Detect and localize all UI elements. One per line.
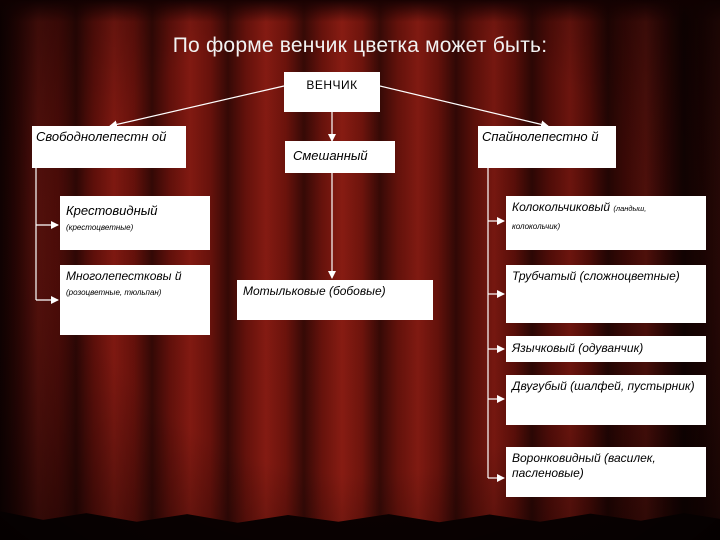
node-tubular: Трубчатый (сложноцветные) [506,265,706,323]
node-bell-name: Колокольчиковый [512,200,610,214]
node-cruciform-name: Крестовидный [66,202,204,219]
node-mixed: Смешанный [285,141,395,173]
node-multipetal: Многолепестковы й (розоцветные, тюльпан) [60,265,210,335]
root-node-corolla: ВЕНЧИК [284,72,380,112]
node-multipetal-note: (розоцветные, тюльпан) [66,288,204,298]
node-bilabiate-label: Двугубый (шалфей, пустырник) [512,379,695,393]
node-tubular-label: Трубчатый (сложноцветные) [512,269,680,283]
node-bell: Колокольчиковый (ландыш, колокольчик) [506,196,706,250]
connector-root-fused [380,86,548,126]
node-ligulate: Язычковый (одуванчик) [506,336,706,362]
node-papilionaceous: Мотыльковые (бобовые) [237,280,433,320]
node-mixed-label: Смешанный [293,148,368,163]
node-multipetal-name: Многолепестковы й [66,269,204,284]
node-bell-inline-note: (ландыш, [613,204,646,213]
node-free-petal-label: Свободнолепестн ой [36,129,166,144]
node-ligulate-label: Язычковый (одуванчик) [512,341,643,355]
node-bilabiate: Двугубый (шалфей, пустырник) [506,375,706,425]
node-fused-petal: Спайнолепестно й [478,126,616,168]
node-free-petal: Свободнолепестн ой [32,126,186,168]
node-funnel-label: Воронковидный (василек, пасленовые) [512,451,656,480]
node-cruciform: Крестовидный (крестоцветные) [60,196,210,250]
node-bell-note: колокольчик) [512,222,700,232]
connector-root-free [110,86,284,126]
node-funnel: Воронковидный (василек, пасленовые) [506,447,706,497]
node-cruciform-note: (крестоцветные) [66,223,204,233]
node-papilionaceous-label: Мотыльковые (бобовые) [243,284,386,298]
node-fused-petal-label: Спайнолепестно й [482,129,598,144]
